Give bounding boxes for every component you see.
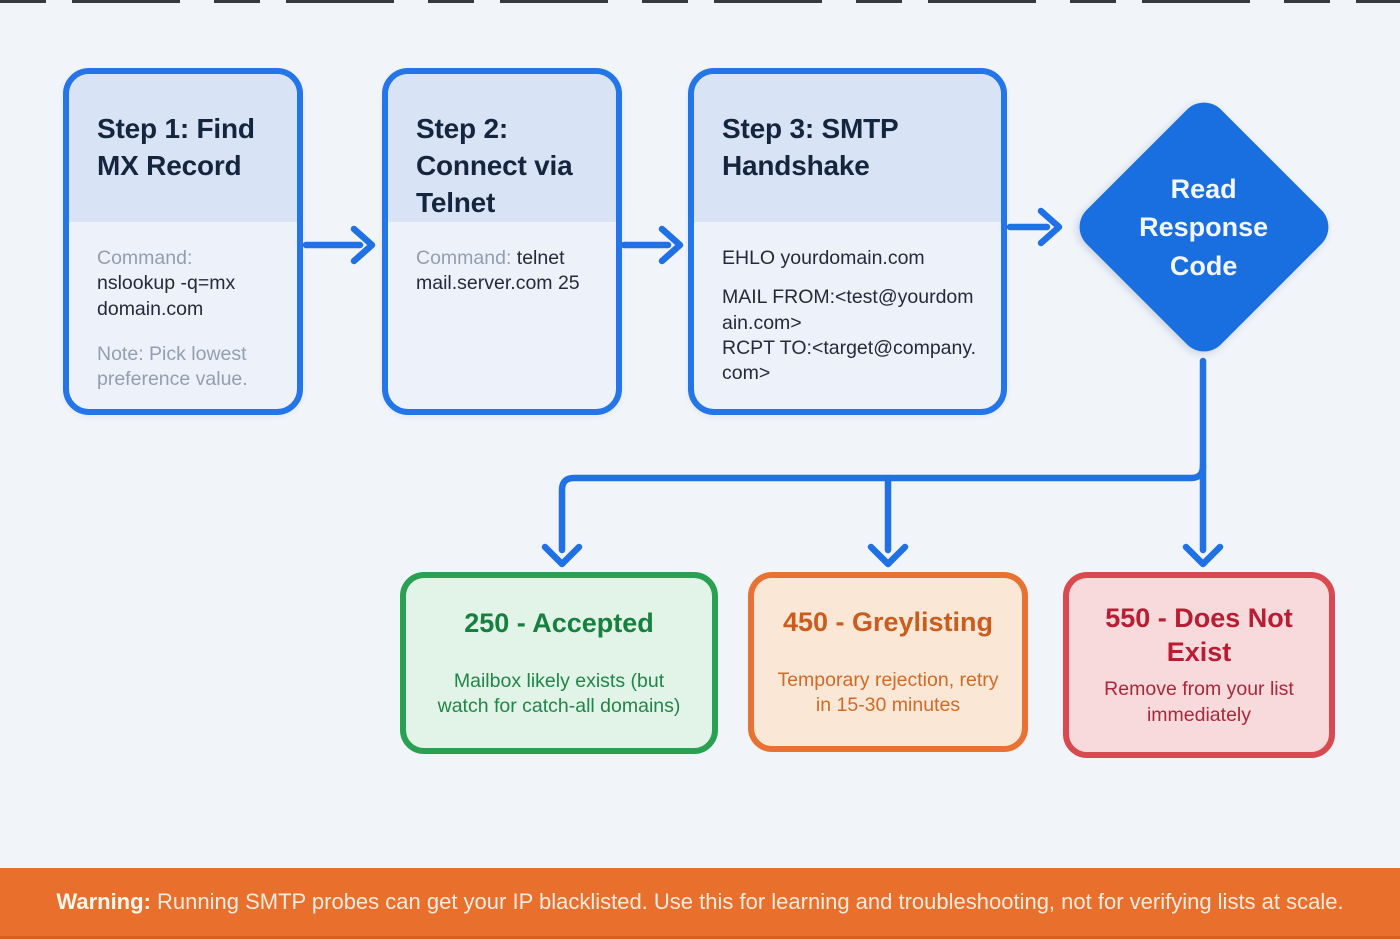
step-3-body: EHLO yourdomain.com MAIL FROM:<test@your… xyxy=(694,222,1001,387)
decision-diamond: Read Response Code xyxy=(1069,92,1339,362)
step-1-title: Step 1: Find MX Record xyxy=(97,113,255,182)
step-3-rcptto-line: RCPT TO:<target@company.com> xyxy=(722,337,977,385)
warning-message: Running SMTP probes can get your IP blac… xyxy=(150,889,1344,914)
step-1-command-label: Command: xyxy=(97,247,193,269)
arrow-step2-step3-head-icon xyxy=(658,225,684,265)
warning-banner: Warning: Running SMTP probes can get you… xyxy=(0,868,1400,939)
step-2-title: Step 2: Connect via Telnet xyxy=(416,113,573,219)
result-250-title: 250 - Accepted xyxy=(464,607,654,638)
step-2-body: Command: telnet mail.server.com 25 xyxy=(388,222,616,297)
step-3-mailfrom-line: MAIL FROM:<test@yourdomain.com> xyxy=(722,286,974,334)
step-3-card: Step 3: SMTP Handshake EHLO yourdomain.c… xyxy=(688,68,1007,415)
branch-550-head-icon xyxy=(1182,543,1224,568)
branch-250-line xyxy=(558,462,1207,554)
branch-250-head-icon xyxy=(541,543,583,568)
result-250-description: Mailbox likely exists (but watch for cat… xyxy=(437,669,681,717)
result-250-card: 250 - Accepted Mailbox likely exists (bu… xyxy=(400,572,718,754)
result-450-description: Temporary rejection, retry in 15-30 minu… xyxy=(777,668,999,716)
step-2-card: Step 2: Connect via Telnet Command: teln… xyxy=(382,68,622,415)
step-1-card: Step 1: Find MX Record Command: nslookup… xyxy=(63,68,303,415)
decision-label: Read Response Code xyxy=(1139,173,1269,281)
step-3-title: Step 3: SMTP Handshake xyxy=(722,113,899,182)
result-450-card: 450 - Greylisting Temporary rejection, r… xyxy=(748,572,1028,752)
result-550-card: 550 - Does Not Exist Remove from your li… xyxy=(1063,572,1335,758)
step-2-command: telnet mail.server.com 25 xyxy=(416,247,580,295)
warning-label: Warning: xyxy=(56,889,151,914)
step-1-body: Command: nslookup -q=mx domain.com Note:… xyxy=(69,222,297,393)
result-550-description: Remove from your list immediately xyxy=(1104,678,1294,726)
arrow-step1-step2-head-icon xyxy=(350,225,376,265)
step-1-command: nslookup -q=mx domain.com xyxy=(97,272,236,320)
step-3-header: Step 3: SMTP Handshake xyxy=(694,74,1001,222)
step-1-header: Step 1: Find MX Record xyxy=(69,74,297,222)
branch-450-head-icon xyxy=(867,543,909,568)
result-550-title: 550 - Does Not Exist xyxy=(1105,602,1293,667)
step-3-ehlo-line: EHLO yourdomain.com xyxy=(722,247,925,269)
warning-text: Warning: Running SMTP probes can get you… xyxy=(56,889,1343,915)
result-450-title: 450 - Greylisting xyxy=(782,606,994,637)
step-2-header: Step 2: Connect via Telnet xyxy=(388,74,616,222)
step-1-note: Note: Pick lowest preference value. xyxy=(97,343,248,391)
step-2-command-label: Command: xyxy=(416,247,512,269)
torn-edge-artifact xyxy=(0,0,1400,3)
arrow-step3-decision-head-icon xyxy=(1037,207,1063,247)
